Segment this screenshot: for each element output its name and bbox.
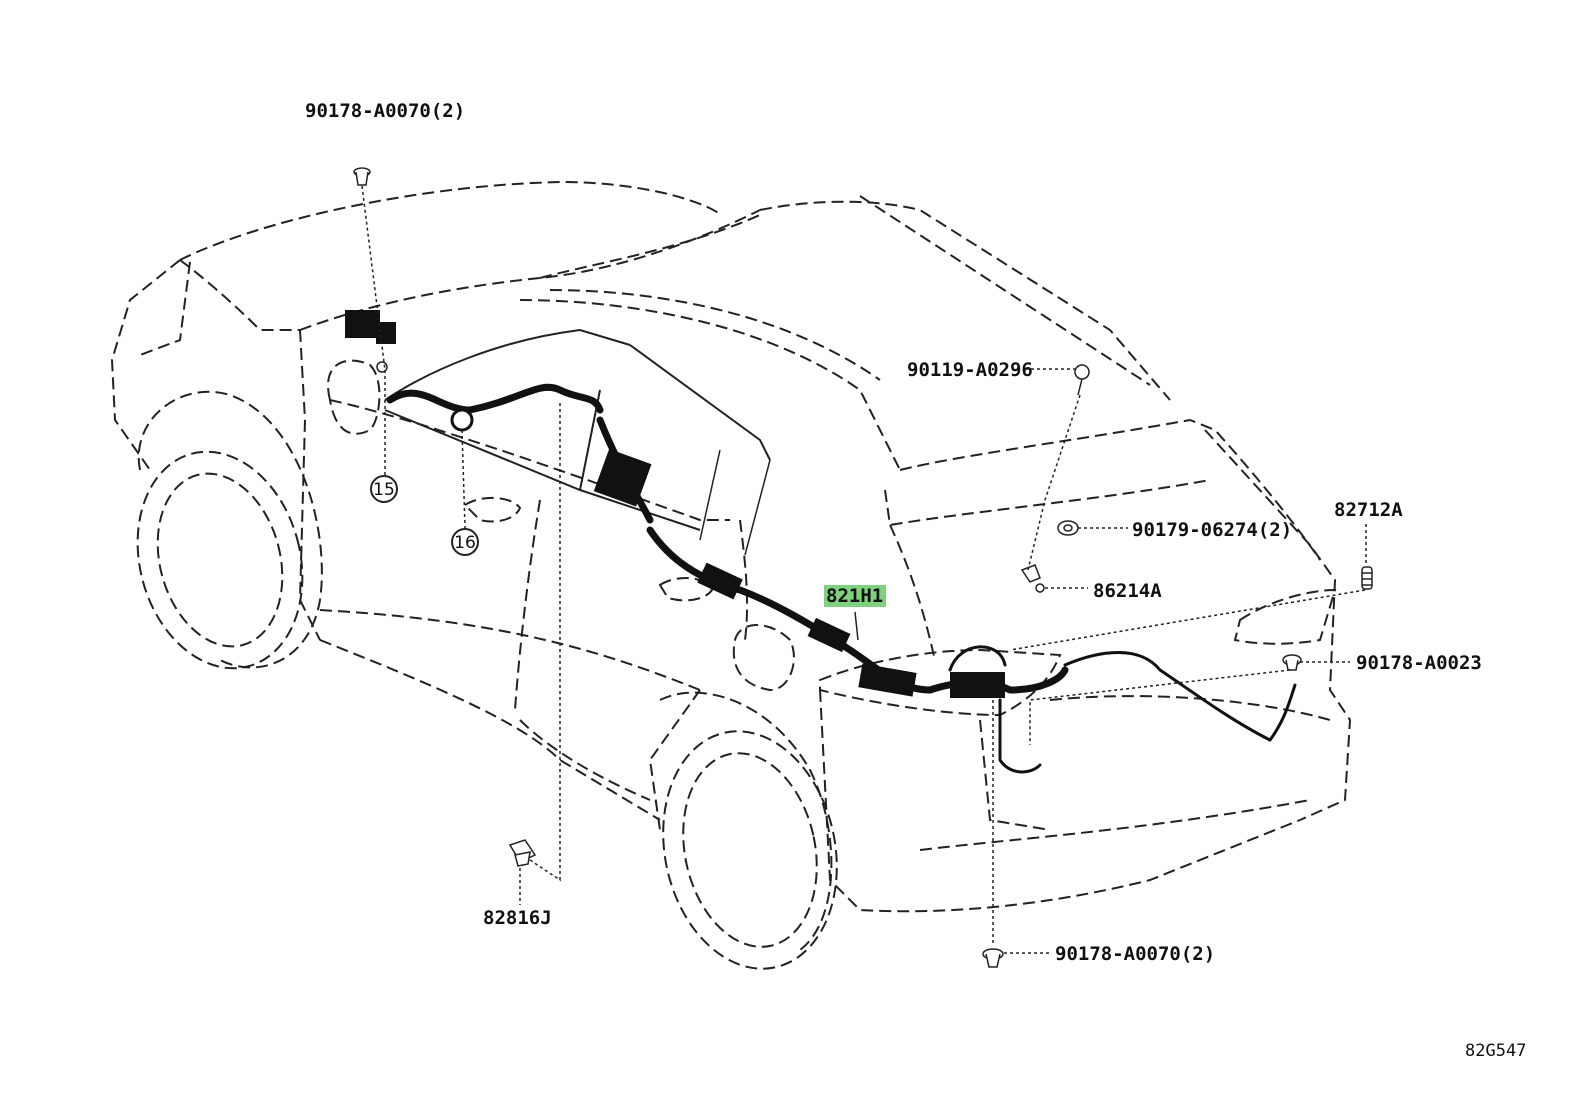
callout-16: 16: [454, 533, 476, 553]
label-roof-bolt: 90119-A0296: [907, 359, 1033, 381]
clip-top-left-icon: [353, 167, 371, 186]
label-right-rivet: 82712A: [1334, 499, 1403, 521]
label-lower-clip: 82816J: [483, 907, 552, 929]
callout-16-circle: [451, 528, 479, 556]
part-labels: 90178-A0070(2) 90119-A0296 90179-06274(2…: [305, 100, 1482, 965]
label-bottom-clip: 90178-A0070(2): [1055, 943, 1215, 965]
clip-mirror-icon: [376, 361, 388, 373]
bolt-roof-icon: [1074, 364, 1090, 396]
callout-15: 15: [373, 480, 395, 500]
vehicle-body-outline: [110, 180, 1352, 913]
leader-lines: [361, 185, 1367, 954]
main-harness-highlight: [824, 585, 886, 607]
front-wheel: [136, 390, 323, 670]
bracket-icon: [1020, 564, 1045, 593]
window-frame: [384, 328, 771, 556]
callouts: 15 16: [370, 475, 479, 556]
drawing-code: 82G547: [1465, 1041, 1526, 1061]
label-back-door-nut: 90179-06274(2): [1132, 519, 1292, 541]
wire-harness-821h1: [345, 310, 1297, 774]
clip-bottom-icon: [982, 948, 1004, 968]
clip-right-icon: [1282, 654, 1302, 671]
nut-back-door-icon: [1057, 520, 1079, 536]
rear-wheel: [659, 691, 838, 970]
clip-lower-left-icon: [508, 839, 537, 867]
label-top-left-clip: 90178-A0070(2): [305, 100, 465, 122]
label-main-harness[interactable]: 821H1: [826, 585, 883, 607]
label-right-clip: 90178-A0023: [1356, 652, 1482, 674]
callout-15-circle: [370, 475, 398, 503]
rivet-right-icon: [1361, 566, 1373, 590]
fasteners: [353, 167, 1373, 968]
label-bracket: 86214A: [1093, 580, 1162, 602]
